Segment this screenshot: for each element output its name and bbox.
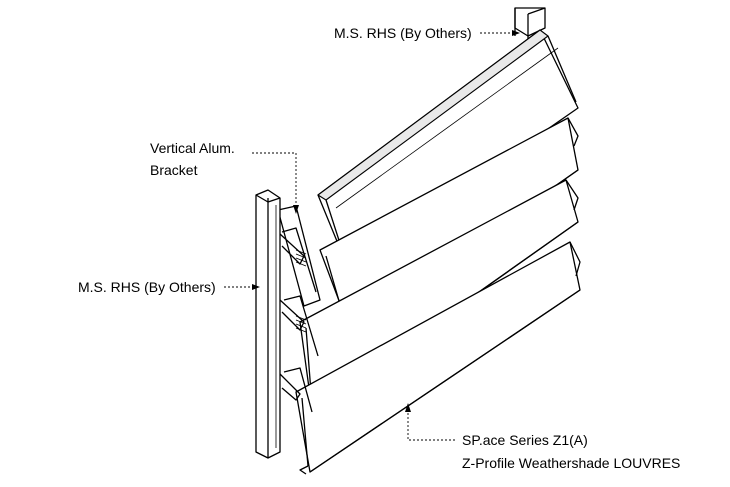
label-bracket-line1: Vertical Alum. [150,140,235,156]
label-left-rhs: M.S. RHS (By Others) [78,279,216,295]
leader-louvres [405,403,455,441]
vertical-bracket [277,205,321,413]
label-top-rhs: M.S. RHS (By Others) [334,25,472,41]
leader-bracket [252,152,299,214]
label-product-line1: SP.ace Series Z1(A) [462,432,588,448]
louvre-blade-4 [295,241,581,475]
leader-top-rhs [480,30,520,36]
leader-left-rhs [224,284,260,290]
label-product-line2: Z-Profile Weathershade LOUVRES [462,455,680,471]
label-bracket-line2: Bracket [150,162,198,178]
left-rhs-post [255,189,281,459]
bracket-serrations [295,249,307,333]
